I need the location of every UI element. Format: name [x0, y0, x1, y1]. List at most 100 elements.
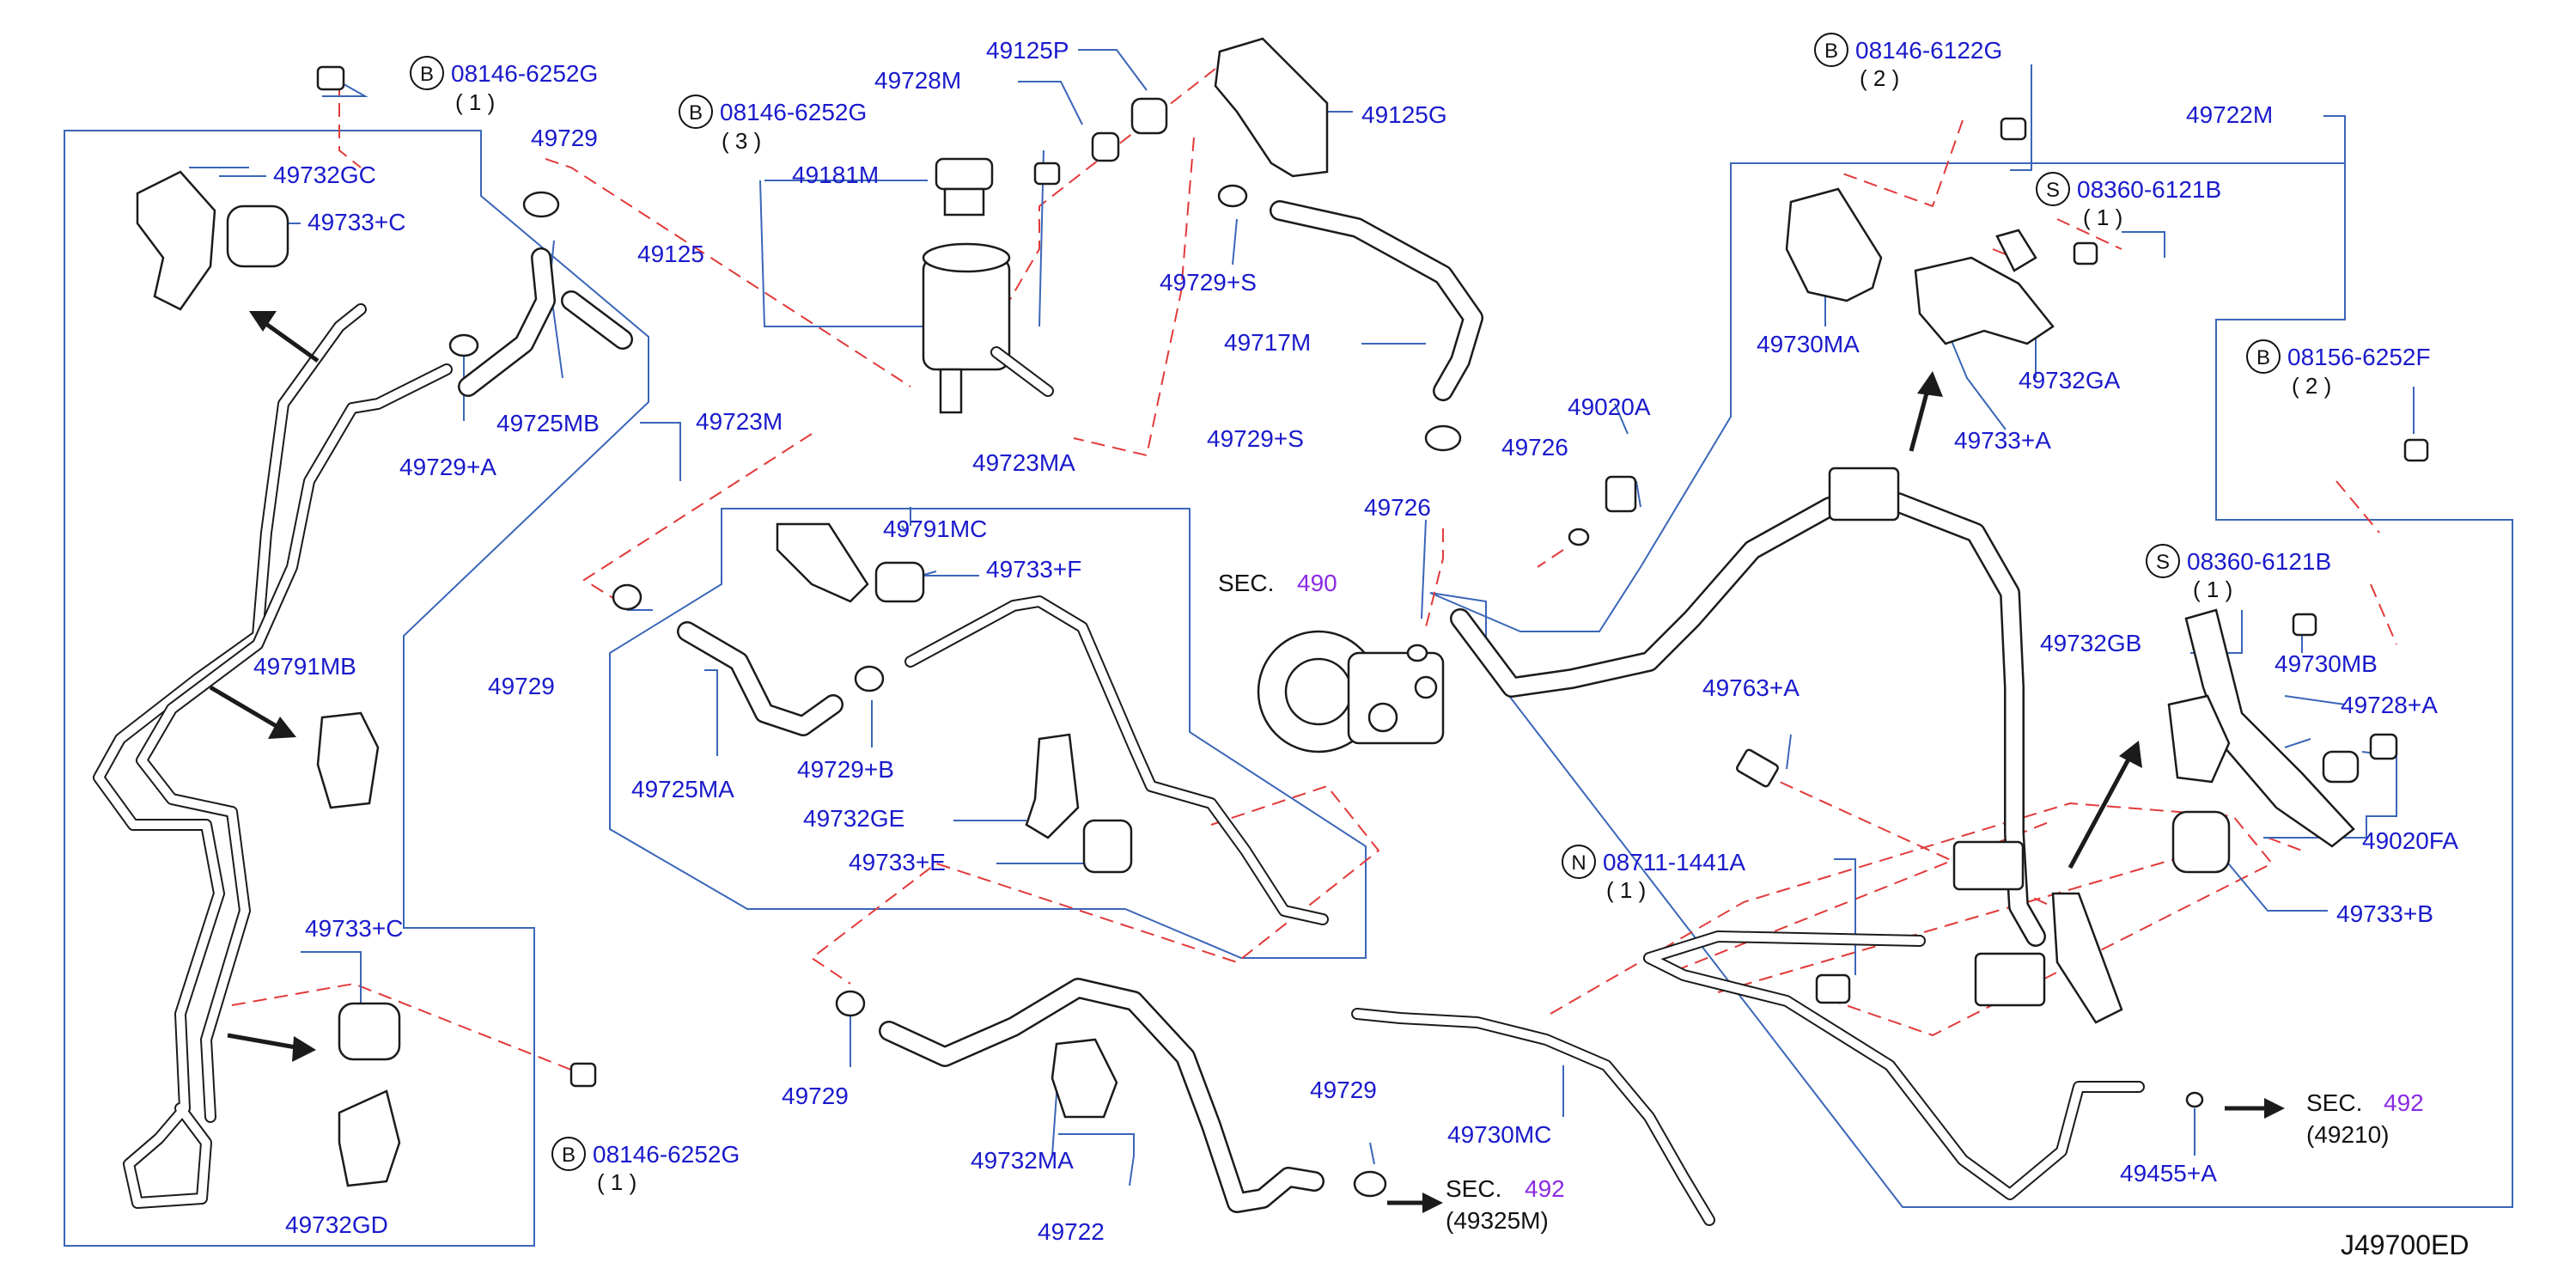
- clamp-49729S-b: [1424, 424, 1462, 452]
- label-49722[interactable]: 49722: [1038, 1218, 1105, 1245]
- label-49722M[interactable]: 49722M: [2186, 101, 2273, 128]
- label-49717M[interactable]: 49717M: [1224, 329, 1311, 356]
- label-49729A[interactable]: 49729+A: [399, 454, 496, 480]
- label-49726-b[interactable]: 49726: [1364, 494, 1431, 521]
- label-49728A[interactable]: 49728+A: [2341, 692, 2438, 718]
- label-49725MA[interactable]: 49725MA: [631, 776, 734, 802]
- fastener-number-f6[interactable]: 08360-6121B: [2187, 548, 2331, 575]
- clamp-49729-pump: [1353, 1170, 1387, 1198]
- bolt-f1: [316, 65, 345, 91]
- bolt-f8: [569, 1062, 597, 1088]
- fastener-number-f2[interactable]: 08146-6252G: [720, 99, 867, 125]
- label-49791MC[interactable]: 49791MC: [883, 515, 987, 542]
- label-49729B[interactable]: 49729+B: [797, 756, 894, 783]
- label-49733F[interactable]: 49733+F: [986, 556, 1081, 583]
- clamp-49732GB: [2167, 694, 2231, 784]
- clamp-49729B: [854, 665, 885, 692]
- washer-49726-b: [1406, 644, 1428, 662]
- clamp-49729S-a: [1217, 184, 1248, 208]
- insulator-49733F: [874, 561, 925, 603]
- bolt-f2: [1033, 162, 1061, 186]
- label-49730MC[interactable]: 49730MC: [1447, 1121, 1551, 1148]
- sensor-49763A: [1736, 748, 1779, 788]
- reservoir-tank: [922, 242, 1054, 414]
- badge-f3: B: [1824, 40, 1838, 63]
- fastener-qty-f6: ( 1 ): [2193, 576, 2232, 602]
- section-ref-s1-prefix: SEC.: [1218, 570, 1274, 596]
- label-49723M[interactable]: 49723M: [696, 408, 783, 435]
- label-49763A[interactable]: 49763+A: [1702, 674, 1800, 701]
- label-49125G[interactable]: 49125G: [1361, 101, 1447, 128]
- pipe-49723M: [93, 247, 633, 1209]
- hose-49722: [879, 978, 1325, 1213]
- section-ref-s2-sub: (49210): [2306, 1121, 2390, 1148]
- components: [136, 37, 2429, 1198]
- badge-f6: S: [2156, 551, 2170, 574]
- label-49726-a[interactable]: 49726: [1501, 434, 1568, 461]
- fastener-qty-f2: ( 3 ): [722, 128, 761, 154]
- direction-arrows: [209, 311, 2285, 1213]
- nut-08711: [1815, 973, 1851, 1004]
- clamp-49729-mid: [612, 583, 642, 611]
- label-49791MB[interactable]: 49791MB: [253, 653, 356, 680]
- label-49729-bot[interactable]: 49729: [782, 1083, 849, 1109]
- label-49732GE[interactable]: 49732GE: [803, 805, 904, 832]
- fastener-badges: B B B S B S N B 08146-6252G ( 1 ) 08146-…: [410, 33, 2431, 1195]
- label-49730MA[interactable]: 49730MA: [1757, 331, 1860, 357]
- badge-f8: B: [562, 1144, 575, 1167]
- label-49733A[interactable]: 49733+A: [1954, 427, 2051, 454]
- label-49020A[interactable]: 49020A: [1568, 393, 1651, 420]
- bolt-f6: [2292, 613, 2317, 637]
- label-49181M[interactable]: 49181M: [792, 162, 879, 188]
- section-ref-s2-number[interactable]: 492: [2384, 1089, 2424, 1116]
- label-49730MB[interactable]: 49730MB: [2275, 650, 2378, 677]
- label-49020FA[interactable]: 49020FA: [2362, 827, 2458, 854]
- label-49729-mid[interactable]: 49729: [488, 673, 555, 699]
- fastener-number-f3[interactable]: 08146-6122G: [1855, 37, 2002, 64]
- label-49125[interactable]: 49125: [637, 241, 704, 267]
- label-49728M[interactable]: 49728M: [874, 67, 961, 94]
- label-49733E[interactable]: 49733+E: [849, 849, 946, 875]
- reservoir-cap-49181M: [935, 157, 994, 217]
- part-labels: 49125P 49728M 49125G 49181M 49125 49729 …: [253, 37, 2458, 1245]
- hose-49725MA: [677, 621, 843, 736]
- label-49732MA[interactable]: 49732MA: [971, 1147, 1074, 1174]
- label-49732GC[interactable]: 49732GC: [273, 162, 376, 188]
- label-49125P[interactable]: 49125P: [986, 37, 1069, 64]
- label-49729-top[interactable]: 49729: [531, 125, 598, 151]
- label-49729S-b[interactable]: 49729+S: [1207, 425, 1304, 452]
- label-49729S-a[interactable]: 49729+S: [1160, 269, 1257, 296]
- label-49732GB[interactable]: 49732GB: [2040, 630, 2141, 656]
- fastener-qty-f7: ( 1 ): [1606, 877, 1646, 903]
- label-49733C-top[interactable]: 49733+C: [308, 209, 405, 235]
- label-49725MB[interactable]: 49725MB: [496, 410, 600, 436]
- section-ref-s3-prefix: SEC.: [1446, 1175, 1501, 1202]
- label-49732GA[interactable]: 49732GA: [2019, 367, 2121, 393]
- badge-f7: N: [1571, 851, 1586, 875]
- bolt-49728A: [2369, 733, 2398, 760]
- fastener-number-f5[interactable]: 08156-6252F: [2287, 344, 2431, 370]
- bracket-49791MC: [776, 522, 869, 603]
- label-49455A[interactable]: 49455+A: [2120, 1160, 2217, 1187]
- clip-49733A: [1995, 229, 2037, 272]
- mount-lower: [1952, 840, 2025, 891]
- clamp-49729-top: [522, 191, 560, 218]
- section-ref-s3-number[interactable]: 492: [1525, 1175, 1565, 1202]
- bolt-f3: [2000, 117, 2027, 141]
- section-ref-s1-number[interactable]: 490: [1297, 570, 1337, 596]
- clamp-49732MA: [1050, 1038, 1118, 1119]
- hoses-and-pipes: [93, 200, 2145, 1226]
- fastener-number-f4[interactable]: 08360-6121B: [2077, 176, 2221, 203]
- label-49729-pump[interactable]: 49729: [1310, 1077, 1377, 1103]
- fastener-number-f8[interactable]: 08146-6252G: [593, 1141, 740, 1168]
- section-references: SEC. 490 SEC. 492 (49210) SEC. 492 (4932…: [1218, 570, 2424, 1234]
- clamp-49729A: [448, 333, 479, 357]
- label-49733C-bottom[interactable]: 49733+C: [305, 915, 403, 942]
- frame-49723M: [64, 130, 649, 1247]
- fastener-number-f7[interactable]: 08711-1441A: [1603, 849, 1745, 875]
- label-49732GD[interactable]: 49732GD: [285, 1211, 388, 1238]
- fastener-number-f1[interactable]: 08146-6252G: [451, 60, 598, 87]
- label-49723MA[interactable]: 49723MA: [972, 449, 1075, 476]
- label-49733B[interactable]: 49733+B: [2336, 900, 2433, 927]
